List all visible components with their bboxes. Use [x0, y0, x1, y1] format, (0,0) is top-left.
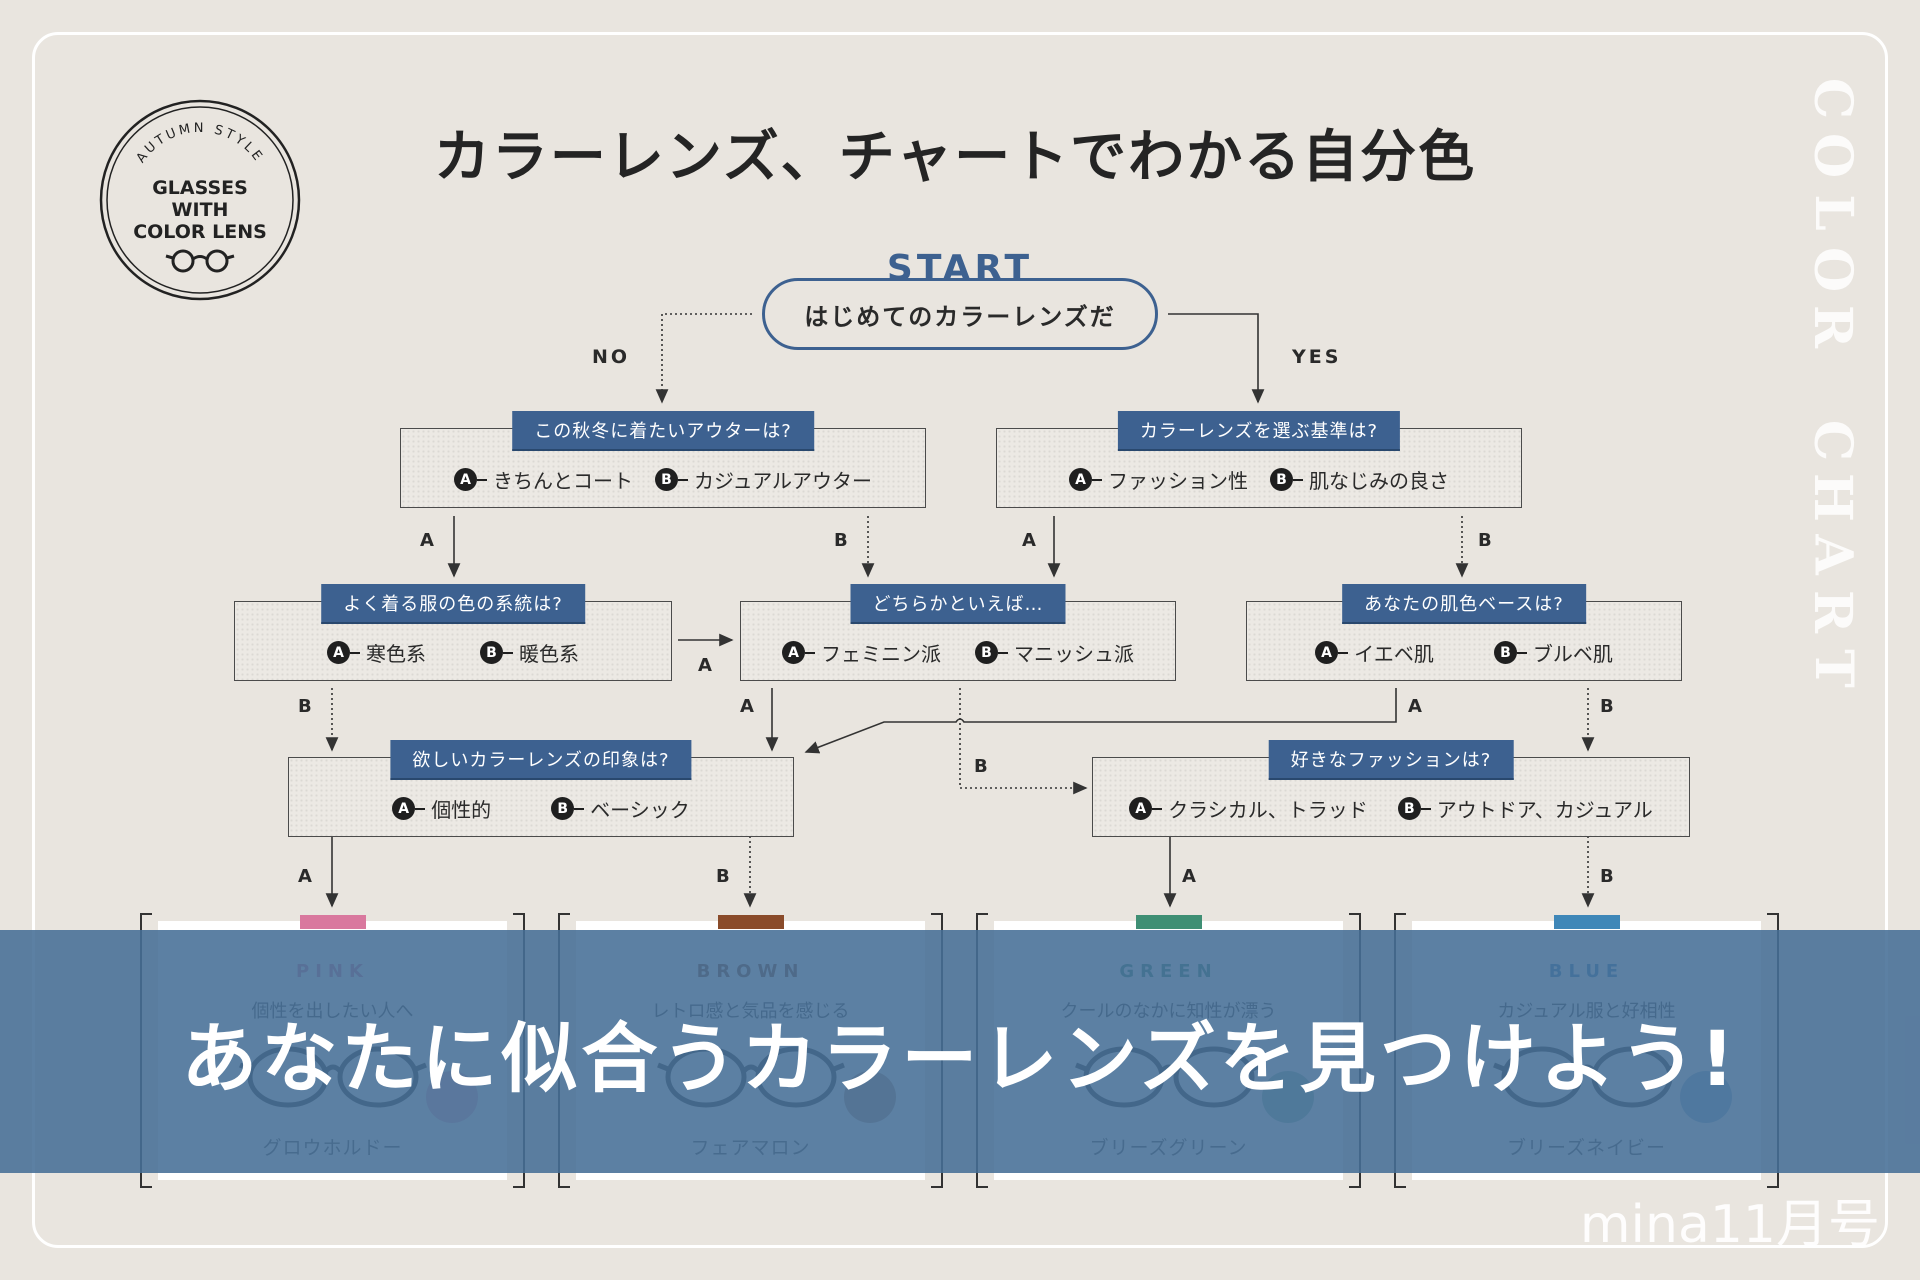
- badge-line3: COLOR LENS: [133, 221, 267, 243]
- branch-a-label: A: [420, 530, 434, 551]
- promo-banner: あなたに似合うカラーレンズを見つけよう!: [0, 930, 1920, 1173]
- branch-b-label: B: [974, 756, 988, 777]
- question-q6: 欲しいカラーレンズの印象は? A 個性的 B ベーシック: [288, 740, 794, 837]
- q5-option-b-text: ブルベ肌: [1532, 642, 1613, 666]
- q3-option-a: A 寒色系: [327, 638, 426, 667]
- question-q7: 好きなファッションは? A クラシカル、トラッド B アウトドア、カジュアル: [1092, 740, 1690, 837]
- autumn-style-badge: AUTUMN STYLE GLASSES WITH COLOR LENS: [99, 99, 301, 301]
- q5-heading: あなたの肌色ベースは?: [1342, 584, 1586, 624]
- option-b-mark: B: [1397, 797, 1421, 820]
- start-question: はじめてのカラーレンズだ: [762, 278, 1158, 350]
- option-a-mark: A: [782, 641, 805, 664]
- no-branch-label: NO: [592, 346, 631, 368]
- branch-b-label: B: [298, 696, 312, 717]
- q5-option-a: A イエベ肌: [1315, 638, 1434, 667]
- q7-option-b: B アウトドア、カジュアル: [1397, 794, 1653, 823]
- branch-b-label: B: [1600, 696, 1614, 717]
- option-b-mark: B: [1493, 641, 1517, 664]
- banner-text: あなたに似合うカラーレンズを見つけよう!: [181, 1013, 1739, 1103]
- badge-line1: GLASSES: [152, 177, 248, 199]
- branch-b-label: B: [1478, 530, 1492, 551]
- q6-option-a: A 個性的: [392, 794, 491, 823]
- question-q5: あなたの肌色ベースは? A イエベ肌 B ブルベ肌: [1246, 584, 1682, 681]
- color-swatch: [717, 915, 784, 929]
- q2-option-b-text: 肌なじみの良さ: [1309, 469, 1449, 493]
- option-a-mark: A: [327, 641, 350, 664]
- q3-heading: よく着る服の色の系統は?: [321, 584, 585, 624]
- option-b-mark: B: [1270, 468, 1293, 491]
- option-a-mark: A: [454, 468, 477, 491]
- q5-option-b: B ブルベ肌: [1493, 638, 1613, 667]
- q4-option-a-text: フェミニン派: [821, 642, 941, 666]
- q6-heading: 欲しいカラーレンズの印象は?: [390, 740, 692, 780]
- q1-option-a: A きちんとコート: [454, 465, 633, 494]
- branch-a-label: A: [1182, 866, 1196, 887]
- q3-option-b: B 暖色系: [480, 638, 579, 667]
- glasses-icon: [165, 249, 235, 273]
- q3-option-a-text: 寒色系: [366, 642, 426, 666]
- option-a-mark: A: [1069, 468, 1092, 491]
- q4-option-b-text: マニッシュ派: [1014, 642, 1134, 666]
- branch-a-label: A: [698, 655, 712, 676]
- q2-option-a-text: ファッション性: [1108, 469, 1248, 493]
- q6-option-b-text: ベーシック: [590, 798, 690, 822]
- magazine-credit: mina11月号: [1579, 1195, 1880, 1255]
- q4-heading: どちらかといえば…: [850, 584, 1066, 624]
- q1-option-a-text: きちんとコート: [493, 469, 633, 493]
- option-a-mark: A: [392, 797, 416, 820]
- branch-a-label: A: [1408, 696, 1422, 717]
- page-frame: [32, 32, 1888, 1248]
- color-swatch: [1135, 915, 1202, 929]
- badge-line2: WITH: [172, 199, 229, 221]
- branch-a-label: A: [1022, 530, 1036, 551]
- q2-option-a: A ファッション性: [1069, 465, 1248, 494]
- q7-option-a: A クラシカル、トラッド: [1129, 794, 1368, 823]
- q3-option-b-text: 暖色系: [519, 642, 579, 666]
- option-b-mark: B: [551, 797, 575, 820]
- q6-option-a-text: 個性的: [431, 798, 492, 822]
- q7-option-b-text: アウトドア、カジュアル: [1436, 798, 1653, 822]
- branch-b-label: B: [716, 866, 730, 887]
- branch-a-label: A: [298, 866, 312, 887]
- branch-a-label: A: [740, 696, 754, 717]
- q7-heading: 好きなファッションは?: [1268, 740, 1514, 780]
- q1-option-b: B カジュアルアウター: [655, 465, 872, 494]
- option-a-mark: A: [1315, 641, 1339, 664]
- option-b-mark: B: [655, 468, 678, 491]
- branch-b-label: B: [834, 530, 848, 551]
- q7-option-a-text: クラシカル、トラッド: [1168, 798, 1368, 822]
- q1-option-b-text: カジュアルアウター: [694, 469, 872, 493]
- start-label: START: [860, 248, 1060, 289]
- q4-option-b: B マニッシュ派: [975, 638, 1134, 667]
- q6-option-b: B ベーシック: [551, 794, 690, 823]
- question-q2: カラーレンズを選ぶ基準は? A ファッション性 B 肌なじみの良さ: [996, 411, 1522, 508]
- q2-heading: カラーレンズを選ぶ基準は?: [1117, 411, 1401, 451]
- option-a-mark: A: [1129, 797, 1153, 820]
- q4-option-a: A フェミニン派: [782, 638, 941, 667]
- color-swatch: [299, 915, 366, 929]
- color-swatch: [1553, 915, 1620, 929]
- branch-b-label: B: [1600, 866, 1614, 887]
- page-title: カラーレンズ、チャートでわかる自分色: [433, 125, 1477, 190]
- question-q4: どちらかといえば… A フェミニン派 B マニッシュ派: [740, 584, 1176, 681]
- q5-option-a-text: イエベ肌: [1354, 642, 1434, 666]
- q1-heading: この秋冬に着たいアウターは?: [512, 411, 814, 451]
- question-q3: よく着る服の色の系統は? A 寒色系 B 暖色系: [234, 584, 672, 681]
- question-q1: この秋冬に着たいアウターは? A きちんとコート B カジュアルアウター: [400, 411, 926, 508]
- yes-branch-label: YES: [1292, 346, 1342, 368]
- q2-option-b: B 肌なじみの良さ: [1270, 465, 1449, 494]
- option-b-mark: B: [975, 641, 998, 664]
- option-b-mark: B: [480, 641, 503, 664]
